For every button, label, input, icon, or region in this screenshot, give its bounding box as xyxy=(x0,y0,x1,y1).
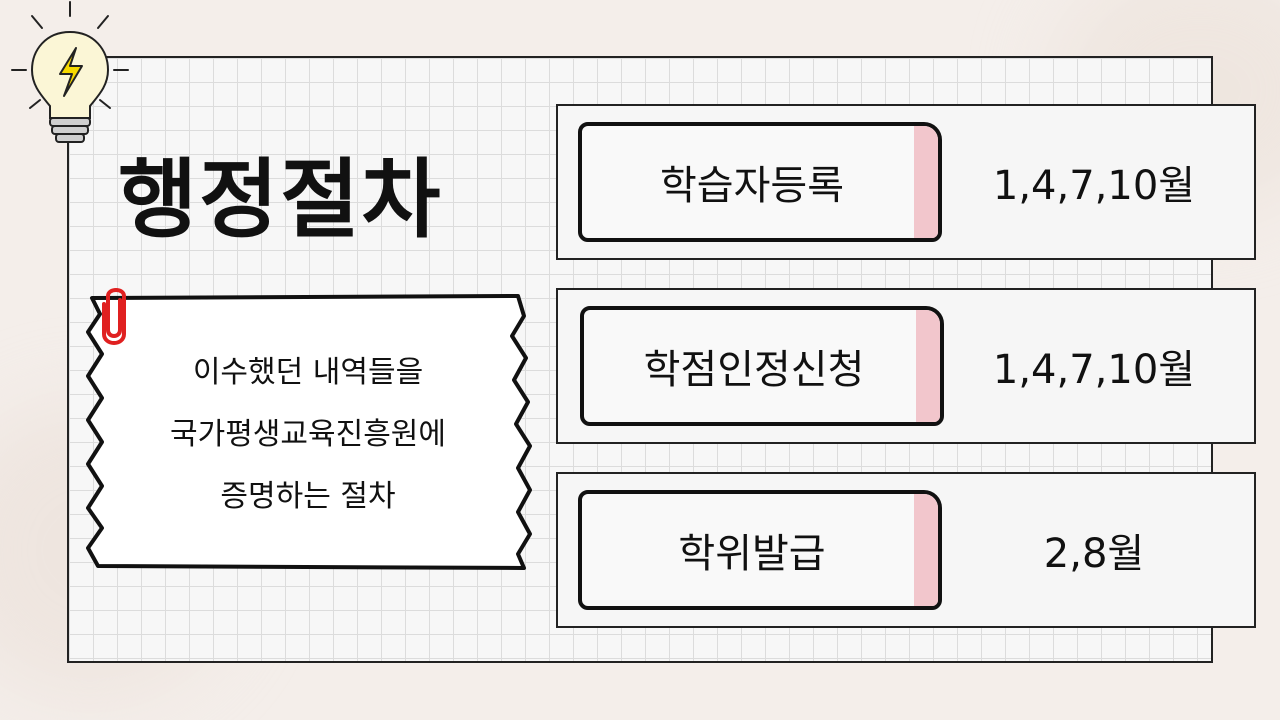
procedure-label-box: 학점인정신청 xyxy=(580,306,944,426)
definition-note: 이수했던 내역들을 국가평생교육진흥원에 증명하는 절차 xyxy=(78,292,538,574)
procedure-months: 1,4,7,10월 xyxy=(992,163,1196,209)
note-text: 이수했던 내역들을 국가평생교육진흥원에 증명하는 절차 xyxy=(108,342,508,528)
procedure-label: 학습자등록 xyxy=(660,163,844,209)
torn-paper-shape xyxy=(86,294,532,570)
procedure-label: 학위발급 xyxy=(678,531,826,577)
procedure-row: 학습자등록 1,4,7,10월 xyxy=(556,104,1256,260)
label-accent-strip xyxy=(914,494,938,606)
procedure-label-box: 학위발급 xyxy=(578,490,942,610)
page-title: 행정절차 xyxy=(118,150,443,250)
procedure-row: 학점인정신청 1,4,7,10월 xyxy=(556,288,1256,444)
label-accent-strip xyxy=(914,126,938,238)
procedure-label: 학점인정신청 xyxy=(643,347,865,393)
note-line: 국가평생교육진흥원에 xyxy=(170,417,446,452)
lightbulb-icon xyxy=(11,1,129,143)
procedure-months: 1,4,7,10월 xyxy=(992,347,1196,393)
procedure-months: 2,8월 xyxy=(1043,531,1145,577)
paperclip-icon xyxy=(102,288,126,345)
note-line: 이수했던 내역들을 xyxy=(192,355,424,390)
label-accent-strip xyxy=(916,310,940,422)
note-line: 증명하는 절차 xyxy=(220,479,396,514)
procedure-label-box: 학습자등록 xyxy=(578,122,942,242)
procedure-row: 학위발급 2,8월 xyxy=(556,472,1256,628)
